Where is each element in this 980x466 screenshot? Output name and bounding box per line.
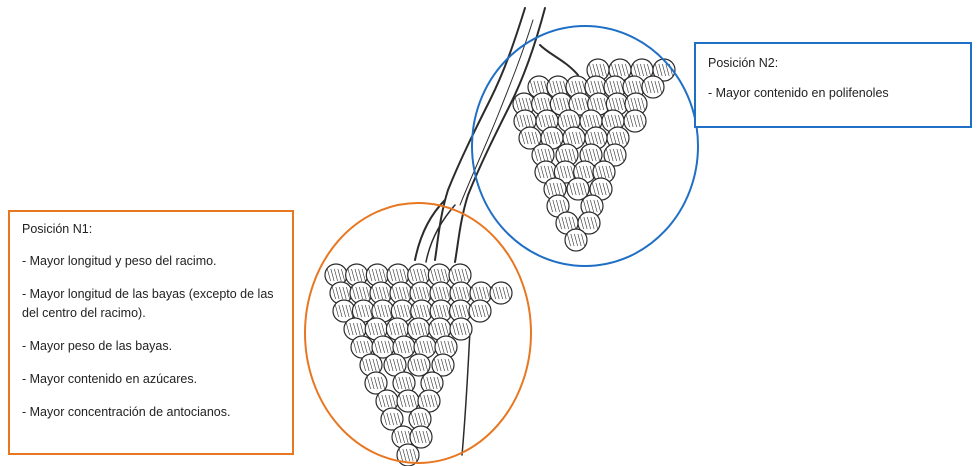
position-n1-item: - Mayor contenido en azúcares. bbox=[22, 370, 282, 389]
position-n1-title: Posición N1: bbox=[22, 222, 282, 236]
grape-cluster-n2 bbox=[513, 59, 675, 251]
position-n2-title: Posición N2: bbox=[708, 56, 960, 70]
position-n2-item: - Mayor contenido en polifenoles bbox=[708, 86, 960, 100]
position-n1-item: - Mayor concentración de antocianos. bbox=[22, 403, 282, 422]
position-n1-item: - Mayor longitud de las bayas (excepto d… bbox=[22, 285, 282, 323]
grape-cluster-n1 bbox=[325, 264, 512, 466]
position-n1-item: - Mayor peso de las bayas. bbox=[22, 337, 282, 356]
position-n1-box: Posición N1: - Mayor longitud y peso del… bbox=[8, 210, 294, 455]
position-n1-item: - Mayor longitud y peso del racimo. bbox=[22, 252, 282, 271]
position-n2-box: Posición N2: - Mayor contenido en polife… bbox=[694, 42, 972, 128]
